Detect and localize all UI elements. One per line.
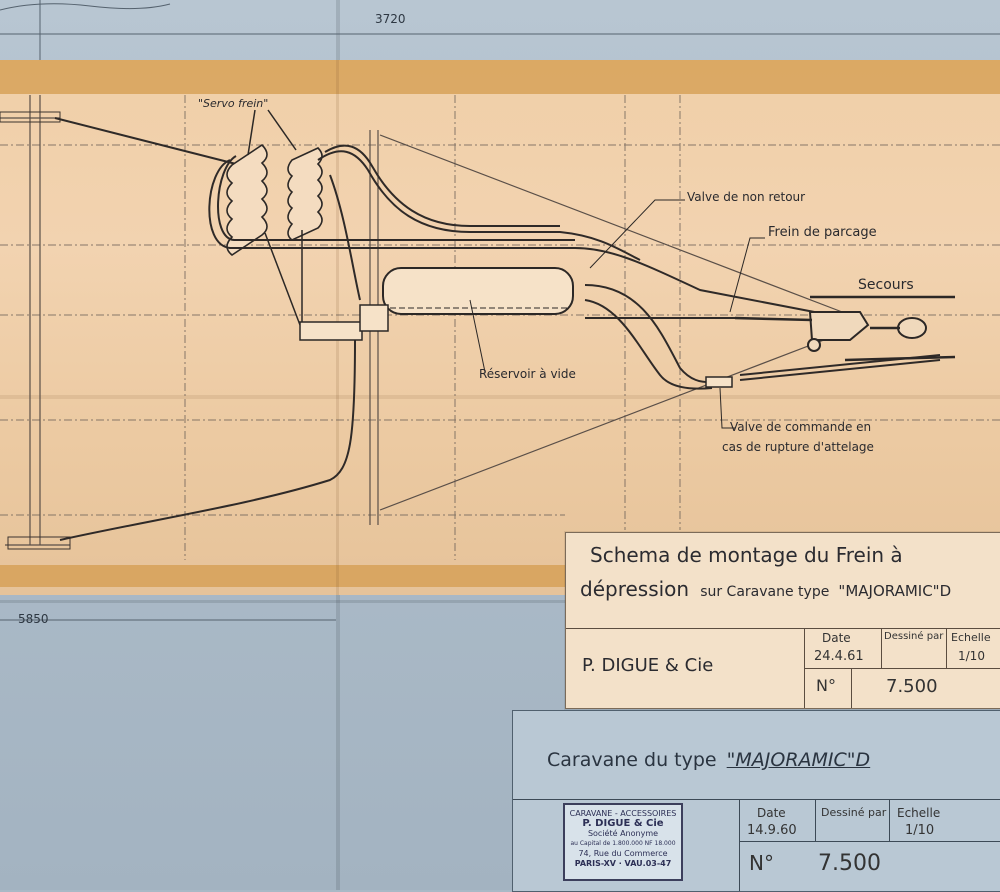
tape-strip-bottom <box>0 565 565 587</box>
stamp-line2: P. DIGUE & Cie <box>582 818 664 829</box>
label-reservoir: Réservoir à vide <box>479 367 576 381</box>
cartouche-date-label: Date <box>757 806 786 820</box>
tracing-scale-label: Echelle <box>951 631 991 644</box>
company-stamp: CARAVANE - ACCESSOIRES P. DIGUE & Cie So… <box>563 803 683 881</box>
fold-crease <box>0 600 1000 603</box>
tracing-date-value: 24.4.61 <box>814 649 864 664</box>
divider <box>804 668 1000 669</box>
divider <box>851 668 852 708</box>
stamp-line1: CARAVANE - ACCESSOIRES <box>569 809 677 818</box>
divider <box>513 799 1000 800</box>
label-secours: Secours <box>858 277 914 293</box>
label-servo-frein: "Servo frein" <box>198 97 269 110</box>
tracing-number-value: 7.500 <box>886 676 938 697</box>
cartouche-number-label: N° <box>749 851 774 875</box>
cartouche-date-value: 14.9.60 <box>747 823 797 838</box>
tracing-title-depression: dépression <box>580 577 690 601</box>
divider <box>566 628 1000 629</box>
cartouche-title: Caravane du type "MAJORAMIC"D <box>547 749 1000 771</box>
label-valve-commande-line1: Valve de commande en <box>730 420 872 434</box>
label-valve-commande-line2: cas de rupture d'attelage <box>722 440 874 454</box>
stamp-line6: PARIS-XV · VAU.03-47 <box>574 859 672 868</box>
cartouche-title-model: "MAJORAMIC"D <box>726 749 871 771</box>
divider <box>946 628 947 668</box>
dimension-left: 5850 <box>18 612 49 626</box>
divider <box>739 841 1000 842</box>
tracing-company: P. DIGUE & Cie <box>582 655 714 676</box>
cartouche-title-prefix: Caravane du type <box>547 749 717 771</box>
tracing-date-label: Date <box>822 631 851 645</box>
fold-crease <box>0 395 1000 399</box>
cartouche-scale-label: Echelle <box>897 806 941 820</box>
tracing-title-block: Schema de montage du Frein à dépression … <box>565 532 1000 709</box>
tracing-drawn-label: Dessiné par <box>884 631 944 642</box>
divider <box>815 799 816 841</box>
tracing-title-line2: dépression sur Caravane type "MAJORAMIC"… <box>580 577 1000 601</box>
cartouche-number-value: 7.500 <box>818 851 881 876</box>
divider <box>889 799 890 841</box>
stamp-line3: Société Anonyme <box>587 829 659 838</box>
label-valve-non-retour: Valve de non retour <box>687 190 806 204</box>
tracing-scale-value: 1/10 <box>958 649 985 663</box>
label-frein-parcage: Frein de parcage <box>768 225 877 240</box>
divider <box>739 799 740 891</box>
stamp-line5: 74, Rue du Commerce <box>578 849 668 858</box>
stamp-line4: au Capital de 1.800.000 NF 18.000 <box>570 840 676 847</box>
tracing-title-model: "MAJORAMIC"D <box>838 582 952 600</box>
tracing-number-label: N° <box>816 676 836 695</box>
tracing-title-line1: Schema de montage du Frein à <box>590 543 903 567</box>
cartouche-scale-value: 1/10 <box>905 823 935 838</box>
tracing-title-caravane-type: sur Caravane type <box>700 584 830 600</box>
blueprint-title-block: Caravane du type "MAJORAMIC"D Date 14.9.… <box>512 710 1000 892</box>
tape-strip-top <box>0 60 1000 94</box>
dimension-top: 3720 <box>375 12 406 26</box>
divider <box>881 628 882 668</box>
cartouche-drawn-label: Dessiné par <box>821 806 887 819</box>
